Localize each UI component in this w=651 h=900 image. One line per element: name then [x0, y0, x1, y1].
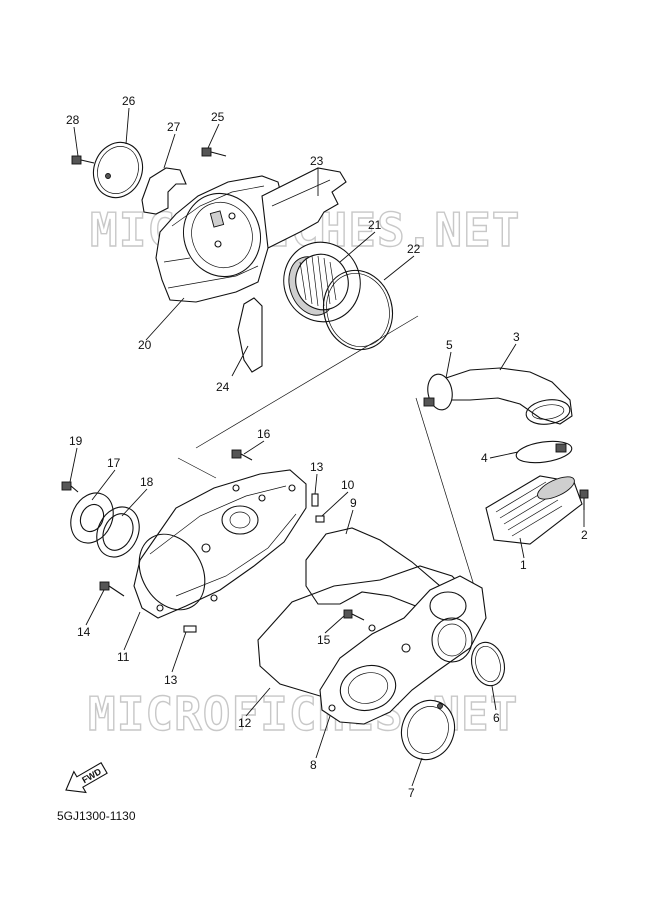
- clamp-band-5: [423, 373, 453, 411]
- callout-23: 23: [310, 154, 324, 168]
- callout-22: 22: [407, 242, 421, 256]
- callout-19: 19: [69, 434, 83, 448]
- callout-4: 4: [481, 451, 488, 465]
- callout-18: 18: [140, 475, 154, 489]
- callout-17: 17: [107, 456, 121, 470]
- callout-21: 21: [368, 218, 382, 232]
- callout-24: 24: [216, 380, 230, 394]
- cover-cap-17: [70, 492, 114, 544]
- callout-labels: 28 26 27 25 23 21 22 20 24 5 3 19 16 17 …: [66, 94, 588, 800]
- clamp-band-4: [515, 440, 573, 464]
- air-filter-case-group: [71, 141, 419, 449]
- pin-13a: [311, 493, 319, 507]
- callout-26: 26: [122, 94, 136, 108]
- callout-20: 20: [138, 338, 152, 352]
- bolt-16: [231, 449, 253, 461]
- callout-6: 6: [493, 711, 500, 725]
- outer-cover-group: [257, 527, 506, 761]
- bolt-15: [343, 609, 365, 621]
- callout-9: 9: [350, 496, 357, 510]
- screw-28: [71, 155, 95, 165]
- intake-duct: [445, 367, 573, 425]
- pin-13b: [183, 625, 197, 633]
- callout-2: 2: [581, 528, 588, 542]
- intake-filter: [485, 475, 583, 545]
- callout-27: 27: [167, 120, 181, 134]
- callout-28: 28: [66, 113, 80, 127]
- diagram-code: 5GJ1300-1130: [57, 809, 136, 823]
- cover-plate-7: [400, 699, 456, 761]
- callout-13-lower: 13: [164, 673, 178, 687]
- intake-duct-group: [415, 367, 589, 593]
- callout-14: 14: [77, 625, 91, 639]
- callout-8: 8: [310, 758, 317, 772]
- fwd-arrow-icon: FWD: [65, 762, 108, 794]
- cap-plate: [92, 141, 144, 199]
- bolt-19: [61, 481, 79, 493]
- bolt-10: [315, 515, 325, 523]
- seal-piece: [141, 167, 187, 215]
- side-plate: [261, 167, 347, 249]
- gasket-ring: [323, 269, 393, 351]
- callout-13-upper: 13: [310, 460, 324, 474]
- callout-16: 16: [257, 427, 271, 441]
- crankcase-cover-group: [61, 449, 325, 633]
- callout-7: 7: [408, 786, 415, 800]
- callout-12: 12: [238, 716, 252, 730]
- screw-2: [579, 489, 589, 510]
- callout-3: 3: [513, 330, 520, 344]
- leader-lines: [69, 107, 585, 787]
- bolt-14: [99, 581, 125, 597]
- callout-25: 25: [211, 110, 225, 124]
- callout-1: 1: [520, 558, 527, 572]
- clamp-plate: [237, 297, 263, 373]
- callout-5: 5: [446, 338, 453, 352]
- callout-10: 10: [341, 478, 355, 492]
- callout-15: 15: [317, 633, 331, 647]
- screw-25: [201, 147, 227, 157]
- crankcase-cover: [133, 469, 307, 619]
- air-filter-element: [283, 241, 361, 323]
- callout-11: 11: [117, 650, 130, 664]
- seal-ring-6: [470, 641, 506, 687]
